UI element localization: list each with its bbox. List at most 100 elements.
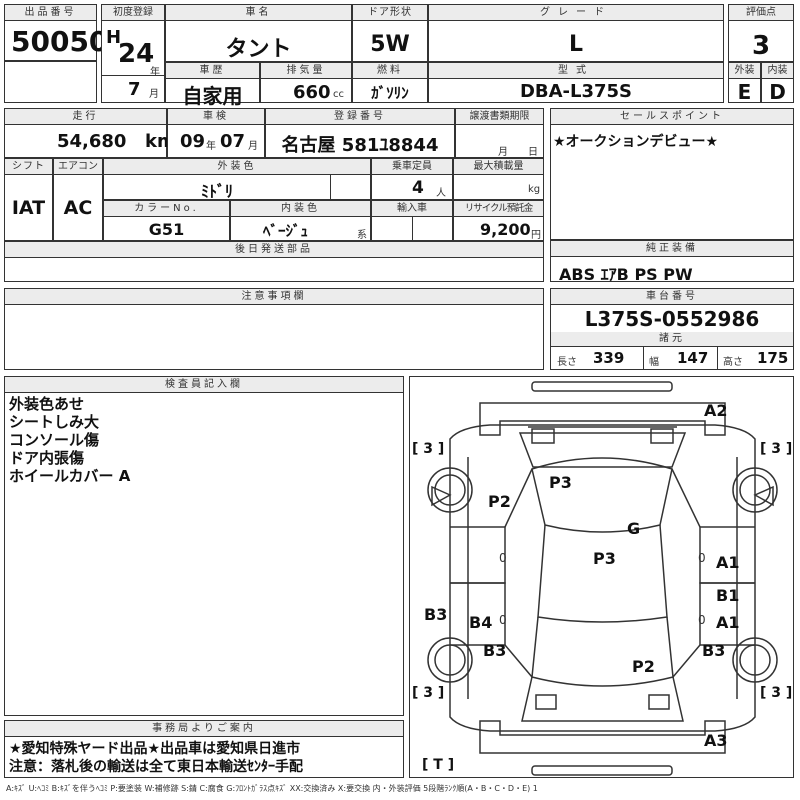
score-box: 評価点 3 bbox=[728, 4, 794, 62]
displacement-box: 排気量 660 cc bbox=[260, 62, 352, 103]
inspector-line: ドア内張傷 bbox=[9, 449, 85, 467]
int-color-value: ﾍﾞｰｼﾞｭ bbox=[263, 222, 309, 240]
chassis-label: 車台番号 bbox=[551, 289, 793, 305]
recycle-unit: 円 bbox=[531, 230, 541, 241]
lot-blank bbox=[4, 61, 97, 103]
ext-color-label: 外装色 bbox=[104, 159, 370, 175]
tire-rating: [ 3 ] bbox=[412, 685, 445, 701]
fuel-value: ｶﾞｿﾘﾝ bbox=[371, 84, 409, 102]
lot-box: 出品番号 50050 bbox=[4, 4, 108, 61]
length-value: 339 bbox=[593, 349, 625, 367]
inspection-year: 09 bbox=[180, 131, 206, 152]
zero-mark: 0 bbox=[499, 613, 507, 627]
inspection-box: 車検 09 年 07 月 bbox=[167, 108, 265, 158]
equipment-box: 純正装備 ABS ｴｱB PS PW bbox=[550, 240, 794, 284]
int-color-label: 内装色 bbox=[231, 201, 370, 217]
zero-mark: 0 bbox=[499, 551, 507, 565]
tire-rating: [ 3 ] bbox=[760, 685, 793, 701]
sales-point-box: セールスポイント ★オークションデビュー★ bbox=[550, 108, 794, 240]
tire-rating: [ 3 ] bbox=[412, 441, 445, 457]
office-line: 注意：落札後の輸送は全て東日本輸送ｾﾝﾀｰ手配 bbox=[9, 759, 303, 775]
history-value: 自家用 bbox=[182, 84, 243, 108]
damage-mark-b4: B4 bbox=[469, 613, 493, 632]
zero-mark: 0 bbox=[698, 551, 706, 565]
inspector-notes: 外装色あせ シートしみ大 コンソール傷 ドア内張傷 ホイールカバー A bbox=[9, 395, 130, 485]
capacity-value: 4 bbox=[412, 178, 424, 198]
door-label: ドア形状 bbox=[353, 5, 427, 21]
inspection-label: 車検 bbox=[168, 109, 264, 125]
recycle-value: 9,200 bbox=[480, 220, 531, 239]
door-type: 5W bbox=[370, 32, 410, 57]
first-reg-month-unit: 月 bbox=[149, 89, 159, 100]
damage-mark-b1: B1 bbox=[716, 586, 740, 605]
max-load-unit: kg bbox=[528, 184, 541, 195]
car-outline bbox=[427, 381, 778, 776]
legend: A:ｷｽﾞ U:ﾍｺﾐ B:ｷｽﾞを伴うﾍｺﾐ P:要塗装 W:補修跡 S:錆 … bbox=[6, 784, 538, 793]
recycle-box: リサイクル預託金 9,200 円 bbox=[453, 200, 544, 241]
lot-label: 出品番号 bbox=[5, 5, 96, 21]
office-box: 事務局よりご案内 ★愛知特殊ヤード出品★出品車は愛知県日進市 注意：落札後の輸送… bbox=[4, 720, 404, 778]
capacity-box: 乗車定員 4 人 bbox=[371, 158, 453, 200]
capacity-unit: 人 bbox=[436, 188, 446, 199]
ac-label: エアコン bbox=[54, 159, 102, 175]
damage-mark-b3: B3 bbox=[483, 641, 507, 660]
inspector-line: シートしみ大 bbox=[9, 413, 100, 431]
shift-label: シフト bbox=[5, 159, 52, 175]
registration-label: 登録番号 bbox=[266, 109, 454, 125]
car-name: タント bbox=[225, 37, 292, 62]
ext-grade-label: 外装 bbox=[729, 63, 760, 79]
first-reg-year: 24 bbox=[118, 39, 155, 69]
inspection-month-unit: 月 bbox=[248, 141, 258, 152]
damage-mark-p3: P3 bbox=[593, 549, 616, 568]
registration-value: 名古屋 581ﾕ8844 bbox=[281, 135, 439, 156]
capacity-label: 乗車定員 bbox=[372, 159, 452, 175]
inspector-line: ホイールカバー A bbox=[9, 467, 131, 485]
color-no-label: カラーNo. bbox=[104, 201, 229, 217]
later-parts-label: 後日発送部品 bbox=[5, 242, 543, 258]
spare-tire-rating: [ T ] bbox=[422, 757, 455, 773]
ac-value: AC bbox=[63, 197, 93, 219]
damage-mark-p2: P2 bbox=[632, 657, 655, 676]
specs-label: 諸元 bbox=[551, 332, 793, 346]
fuel-box: 燃料 ｶﾞｿﾘﾝ bbox=[352, 62, 428, 103]
zero-mark: 0 bbox=[698, 613, 706, 627]
model-label: 型式 bbox=[429, 63, 723, 79]
damage-mark-a2: A2 bbox=[704, 401, 728, 420]
damage-mark-a1: A1 bbox=[716, 613, 740, 632]
inspector-line: コンソール傷 bbox=[9, 431, 100, 449]
model-value: DBA-L375S bbox=[519, 81, 633, 102]
transfer-label: 譲渡書類期限 bbox=[456, 109, 543, 125]
tire-rating: [ 3 ] bbox=[760, 441, 793, 457]
first-reg-label: 初度登録 bbox=[102, 5, 164, 21]
first-reg-month: 7 bbox=[128, 79, 141, 100]
notes-label: 注意事項欄 bbox=[5, 289, 543, 305]
car-name-label: 車名 bbox=[166, 5, 351, 21]
door-box: ドア形状 5W bbox=[352, 4, 428, 62]
mileage-label: 走行 bbox=[5, 109, 166, 125]
office-label: 事務局よりご案内 bbox=[5, 721, 403, 737]
office-notice: ★愛知特殊ヤード出品★出品車は愛知県日進市 注意：落札後の輸送は全て東日本輸送ｾ… bbox=[9, 740, 303, 776]
mileage-value: 54,680 bbox=[57, 131, 127, 152]
width-label: 幅 bbox=[649, 357, 659, 368]
int-color-suffix: 系 bbox=[357, 230, 367, 241]
office-line: ★愛知特殊ヤード出品★出品車は愛知県日進市 bbox=[9, 741, 301, 757]
chassis-value: L375S-0552986 bbox=[584, 307, 760, 331]
displacement-label: 排気量 bbox=[261, 63, 351, 79]
shift-box: シフト IAT bbox=[4, 158, 53, 241]
int-grade-box: 内装 D bbox=[761, 62, 794, 104]
transfer-day: 日 bbox=[528, 147, 538, 158]
grade-box: グレード L bbox=[428, 4, 724, 62]
first-reg-era: H bbox=[106, 27, 122, 48]
equipment-label: 純正装備 bbox=[551, 241, 793, 257]
ext-grade-value: E bbox=[737, 80, 752, 104]
sales-point-label: セールスポイント bbox=[551, 109, 793, 125]
registration-box: 登録番号 名古屋 581ﾕ8844 bbox=[265, 108, 455, 158]
equipment-value: ABS ｴｱB PS PW bbox=[559, 265, 693, 284]
int-grade-label: 内装 bbox=[762, 63, 793, 79]
ext-color-box: 外装色 ﾐﾄﾞﾘ bbox=[103, 158, 371, 201]
mileage-box: 走行 54,680 km bbox=[4, 108, 176, 158]
import-label: 輸入車 bbox=[372, 201, 452, 217]
sales-point-value: ★オークションデビュー★ bbox=[553, 134, 719, 150]
max-load-box: 最大積載量 kg bbox=[453, 158, 544, 200]
model-box: 型式 DBA-L375S bbox=[428, 62, 724, 103]
